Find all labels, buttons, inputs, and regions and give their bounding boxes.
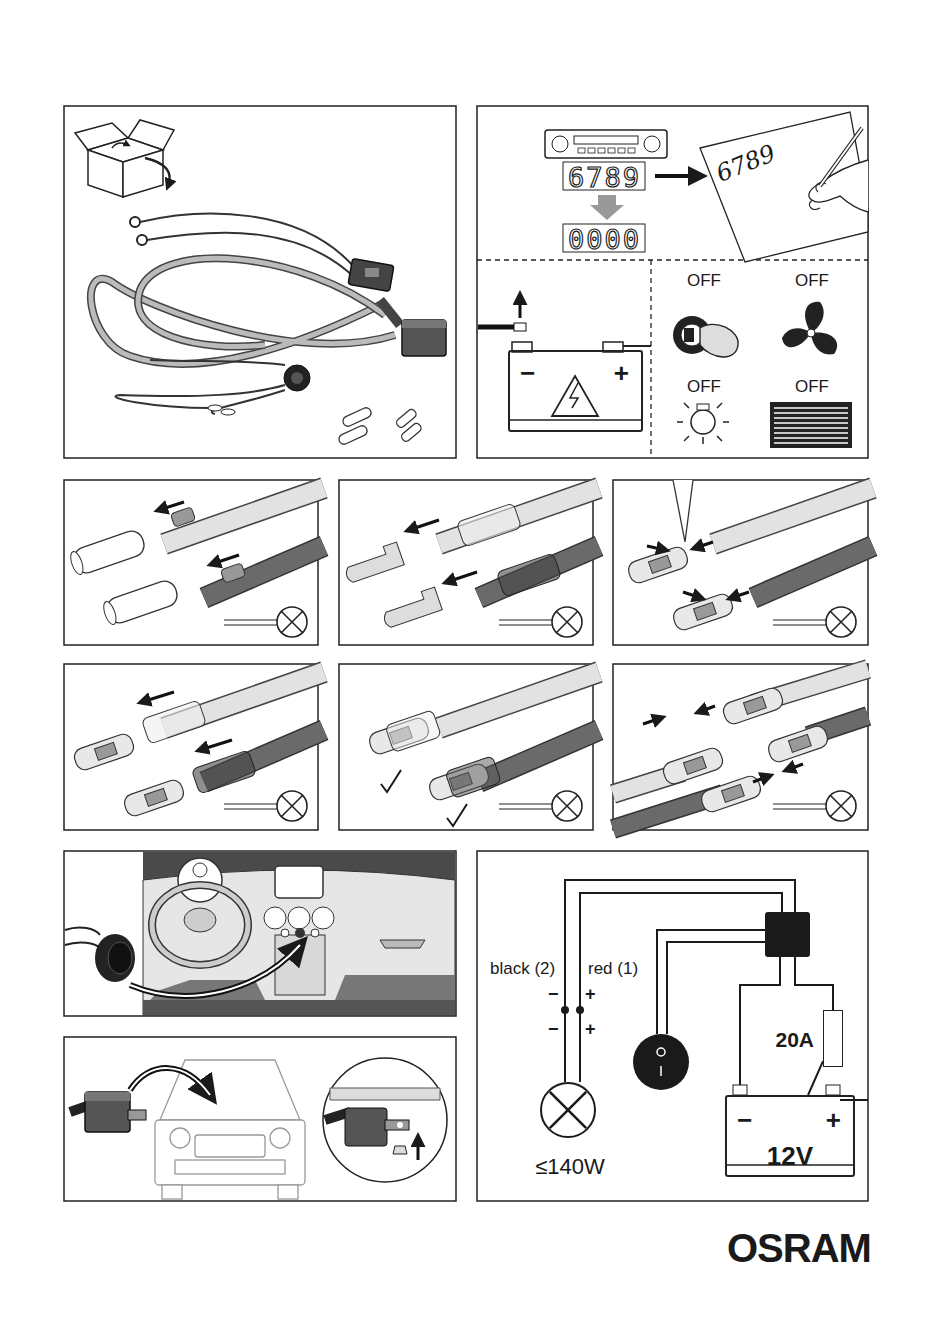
lamp-cross — [542, 1084, 594, 1136]
wire-label: red (1) — [588, 960, 638, 977]
node-text: 20A — [775, 1029, 814, 1050]
wire-label: black (2) — [490, 960, 555, 977]
state-label: OFF — [687, 378, 721, 395]
polarity-sign: − — [548, 1020, 559, 1038]
state-label: OFF — [795, 272, 829, 289]
state-label: OFF — [687, 272, 721, 289]
node-text: − — [737, 1107, 752, 1133]
battery-box: − +12V — [725, 1095, 855, 1177]
brand-logo: OSRAM — [727, 1228, 871, 1268]
polarity-sign: − — [548, 985, 559, 1003]
fuse-box: 20A — [823, 1010, 843, 1067]
polarity-sign: + — [585, 985, 596, 1003]
display-digits: 6789 — [568, 164, 641, 191]
display-digits: 0000 — [568, 226, 641, 253]
node-text: + — [826, 1107, 841, 1133]
battery-box: −+ — [508, 350, 643, 432]
node-text: − — [520, 360, 535, 386]
polarity-sign: + — [585, 1020, 596, 1038]
wire-connector — [808, 1061, 823, 1095]
node-text: + — [614, 360, 629, 386]
node-text: ≤140W — [502, 1156, 638, 1178]
state-label: OFF — [795, 378, 829, 395]
node-text: 12V — [727, 1143, 853, 1169]
lamp-circle: ≤140W — [540, 1082, 596, 1138]
